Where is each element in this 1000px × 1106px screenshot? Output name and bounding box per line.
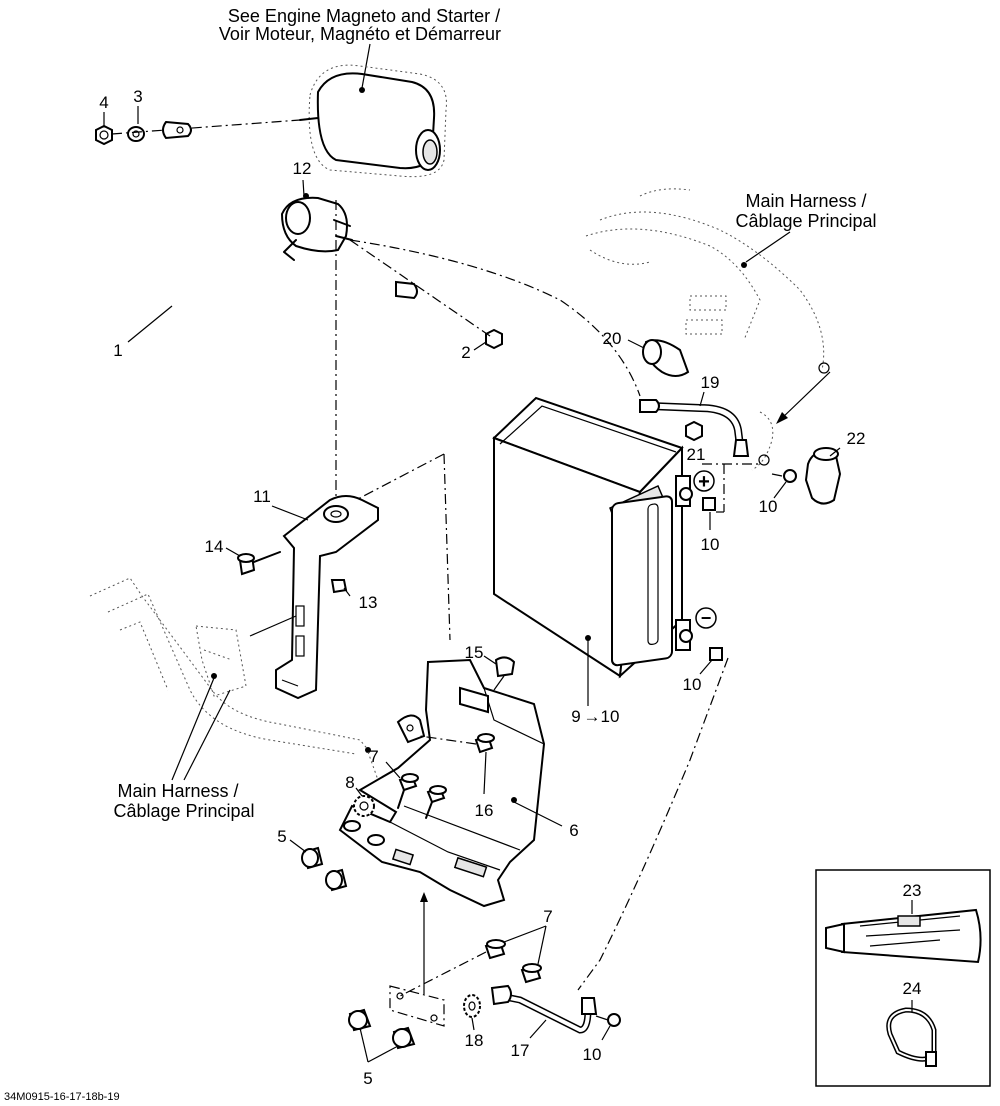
screw-10-lower xyxy=(595,1013,621,1027)
engine-note-leader xyxy=(361,43,371,89)
callout-2: 2 xyxy=(461,343,470,362)
nut-10-negative xyxy=(709,647,723,661)
svg-text:−: − xyxy=(701,608,712,628)
screw-16 xyxy=(474,733,495,754)
starter-cable-1 xyxy=(138,120,418,327)
callout-8: 8 xyxy=(345,773,354,792)
washer-3 xyxy=(127,126,145,142)
tie-strap-24 xyxy=(886,1007,937,1067)
nut-21 xyxy=(685,420,703,442)
nut-2 xyxy=(485,328,503,350)
svg-text:+: + xyxy=(698,471,710,493)
callout-5-a: 5 xyxy=(277,827,286,846)
callout-10-d: 10 xyxy=(583,1045,602,1064)
terminal-cover-20 xyxy=(642,339,690,377)
harness-top-line2: Câblage Principal xyxy=(735,211,876,231)
harness-top-line1: Main Harness / xyxy=(745,191,866,211)
callout-22: 22 xyxy=(847,429,866,448)
screw-10-top xyxy=(771,469,797,483)
screw-15 xyxy=(493,656,516,691)
callout-arrow-glyph: → xyxy=(584,707,601,726)
callout-20: 20 xyxy=(603,329,622,348)
callout-19: 19 xyxy=(701,373,720,392)
callout-15: 15 xyxy=(465,643,484,662)
callout-14: 14 xyxy=(205,537,224,556)
callout-18: 18 xyxy=(465,1031,484,1050)
callout-1: 1 xyxy=(113,341,122,360)
callout-11: 11 xyxy=(253,487,271,506)
engine-note-line1: See Engine Magneto and Starter / xyxy=(228,6,500,26)
callout-10-b: 10 xyxy=(701,535,720,554)
callout-13: 13 xyxy=(359,593,378,612)
dielectric-grease-tube-23 xyxy=(825,908,982,964)
engine-note-line2: Voir Moteur, Magnéto et Démarreur xyxy=(219,24,501,44)
callout-9: 9 xyxy=(571,707,580,726)
callout-3: 3 xyxy=(133,87,142,106)
callout-16: 16 xyxy=(475,801,494,820)
callout-5-b: 5 xyxy=(363,1069,372,1088)
harness-left-line1: Main Harness / xyxy=(117,781,238,801)
nut-4 xyxy=(95,124,113,146)
lower-mount-plate xyxy=(389,985,445,1027)
battery-tray-6 xyxy=(338,658,546,908)
callout-23: 23 xyxy=(903,881,922,900)
callout-21: 21 xyxy=(687,445,706,464)
frame-and-harness-left xyxy=(89,577,379,801)
starter-motor xyxy=(299,64,447,178)
harness-left-line2: Câblage Principal xyxy=(113,801,254,821)
negative-terminal-symbol: − xyxy=(695,607,717,629)
harness-clamp xyxy=(396,714,426,744)
harness-terminal xyxy=(751,411,774,471)
screw-14 xyxy=(237,551,281,576)
battery-cable-19 xyxy=(639,399,750,457)
screws-7-tray xyxy=(397,773,447,819)
ground-cable-17 xyxy=(490,984,598,1034)
callout-9-10: 10 xyxy=(601,707,620,726)
callout-12: 12 xyxy=(293,159,312,178)
nut-13 xyxy=(330,579,348,594)
nut-10-positive xyxy=(702,497,716,511)
grommets-5-upper xyxy=(301,846,348,892)
main-harness-top xyxy=(585,188,830,374)
inset-box xyxy=(815,869,991,1087)
battery-9 xyxy=(492,396,693,679)
lock-washer-18 xyxy=(463,994,481,1018)
callout-7-a: 7 xyxy=(369,747,378,766)
screws-7-lower xyxy=(484,939,542,984)
callout-10-a: 10 xyxy=(759,497,778,516)
callout-7-b: 7 xyxy=(543,907,552,926)
callout-17: 17 xyxy=(511,1041,530,1060)
starter-solenoid-12 xyxy=(280,193,353,261)
lock-washer-8 xyxy=(353,795,375,817)
battery-bracket-11 xyxy=(275,495,379,700)
positive-terminal-symbol: + xyxy=(693,470,715,493)
grommets-5-lower xyxy=(348,1008,416,1050)
terminal-boot-22 xyxy=(804,447,842,505)
callout-24: 24 xyxy=(903,979,922,998)
callout-6: 6 xyxy=(569,821,578,840)
callout-4: 4 xyxy=(99,93,108,112)
callout-10-c: 10 xyxy=(683,675,702,694)
drawing-code: 34M0915-16-17-18b-19 xyxy=(4,1091,120,1103)
